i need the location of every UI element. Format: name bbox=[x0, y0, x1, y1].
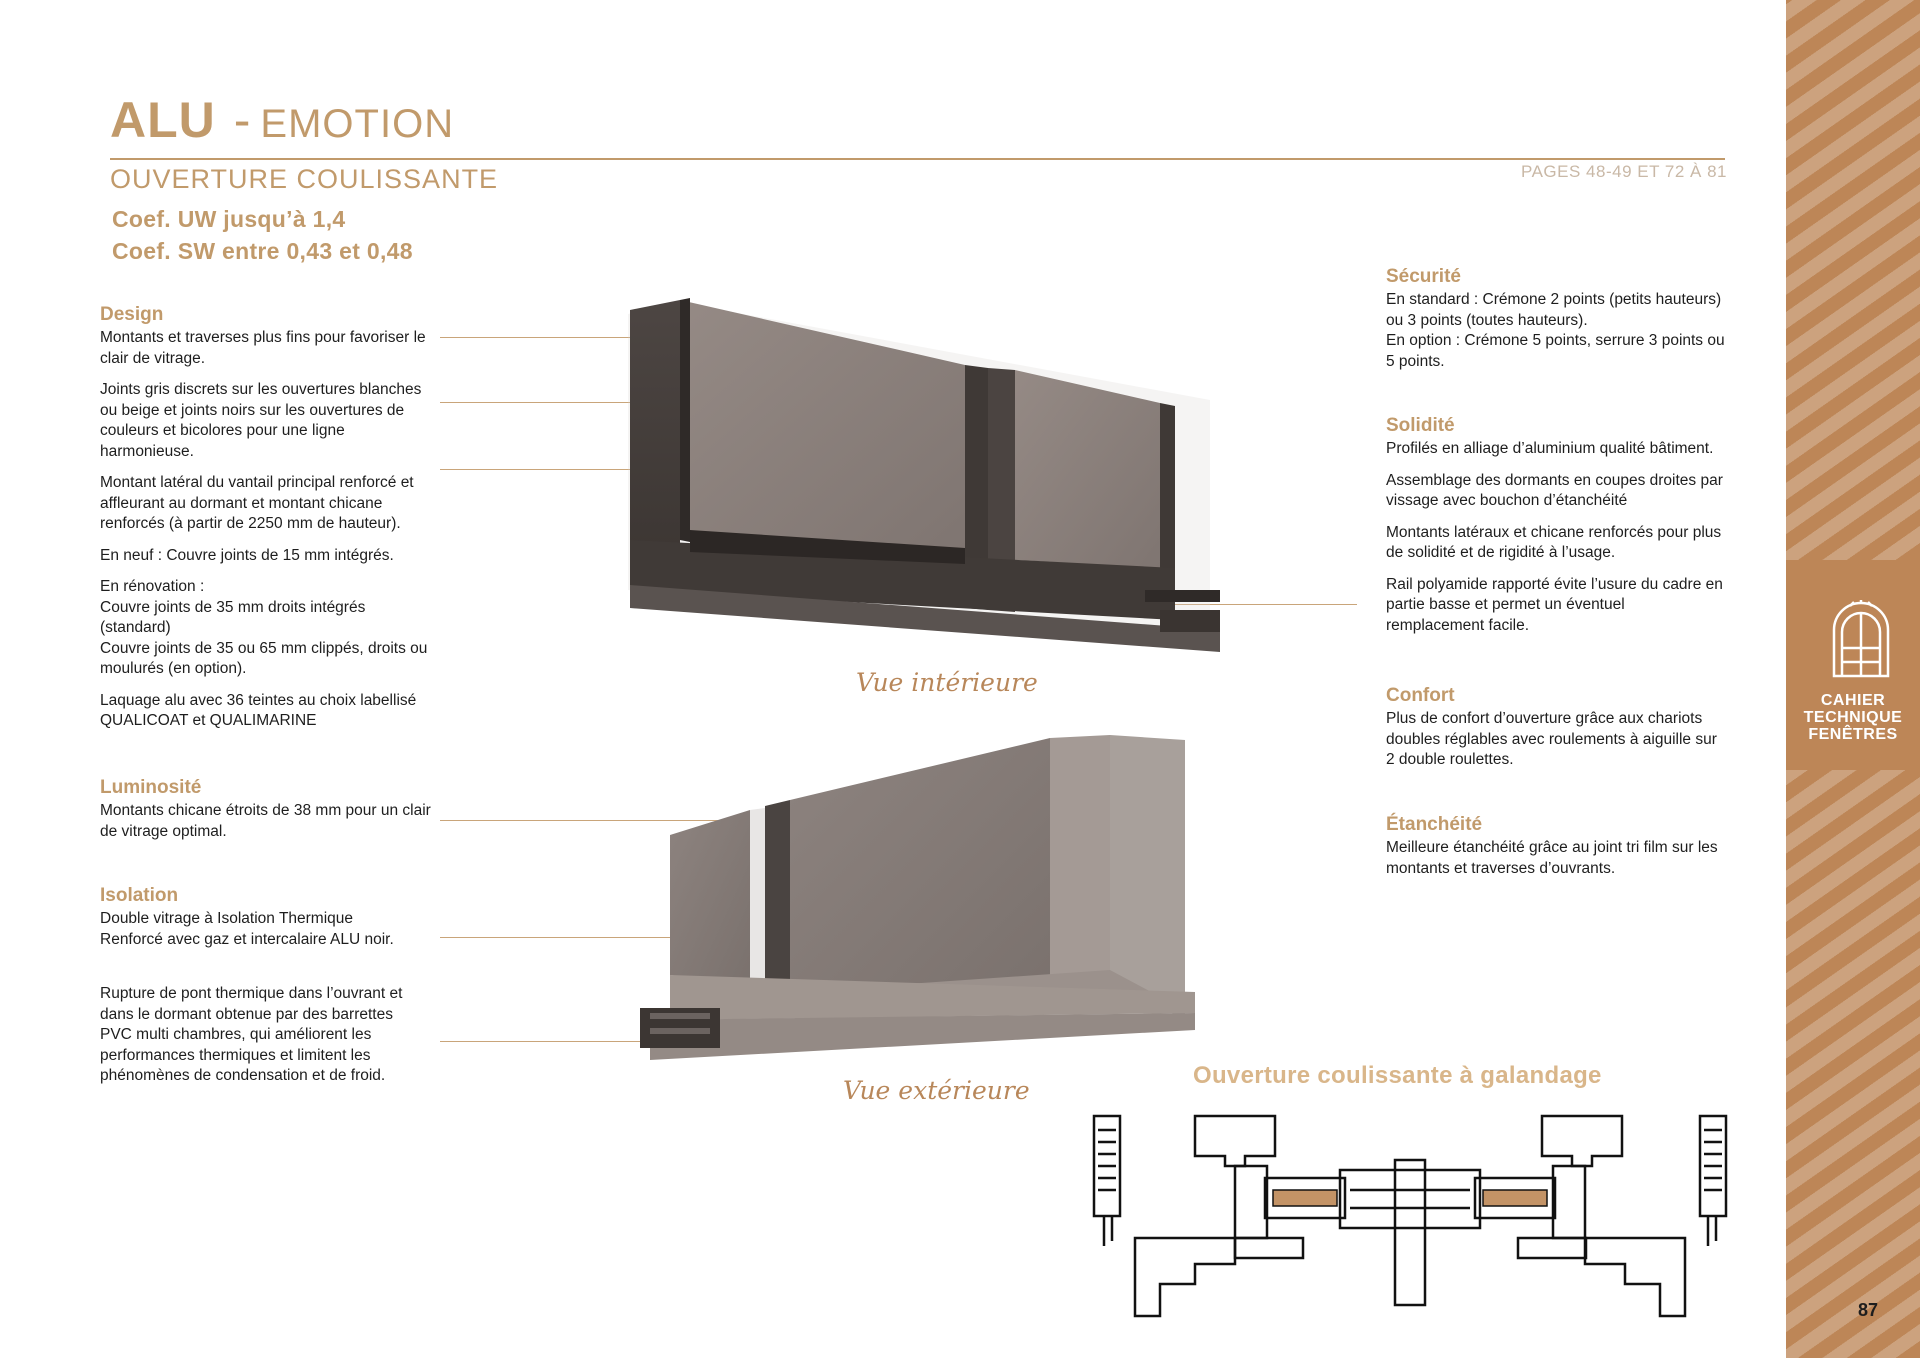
section-design-title: Design bbox=[100, 304, 164, 325]
securite-text-1: En standard : Crémone 2 points (petits h… bbox=[1386, 291, 1725, 370]
solidite-text-4: Rail polyamide rapporté évite l’usure du… bbox=[1386, 575, 1723, 634]
leader-line bbox=[440, 402, 662, 403]
section-solidite: Solidité Profilés en alliage d’aluminium… bbox=[1386, 415, 1726, 647]
luminosite-text-1: Montants chicane étroits de 38 mm pour u… bbox=[100, 802, 431, 840]
isolation-text-1: Double vitrage à Isolation Thermique Ren… bbox=[100, 910, 394, 948]
sidebar-stripes-bottom bbox=[1786, 770, 1920, 1358]
leader-line bbox=[440, 937, 675, 938]
title-rule bbox=[110, 158, 1725, 160]
etancheite-text-1: Meilleure étanchéité grâce au joint tri … bbox=[1386, 839, 1718, 877]
section-design: Design Montants et traverses plus fins p… bbox=[100, 304, 435, 743]
design-text-3: Montant latéral du vantail principal ren… bbox=[100, 474, 414, 532]
pages-reference: PAGES 48-49 ET 72 À 81 bbox=[1521, 162, 1727, 181]
coef-sw: Coef. SW entre 0,43 et 0,48 bbox=[112, 238, 413, 264]
section-etancheite-title: Étanchéité bbox=[1386, 814, 1483, 835]
caption-interior-view: Vue intérieure bbox=[856, 668, 1038, 697]
leader-line bbox=[1170, 604, 1357, 605]
isolation-text-2: Rupture de pont thermique dans l’ouvrant… bbox=[100, 985, 403, 1084]
caption-exterior-view: Vue extérieure bbox=[843, 1076, 1030, 1105]
sidebar-band: CAHIER TECHNIQUE FENÊTRES bbox=[1786, 0, 1920, 1358]
section-luminosite: Luminosité Montants chicane étroits de 3… bbox=[100, 777, 435, 853]
leader-line bbox=[440, 820, 800, 821]
cross-section-diagram bbox=[1092, 1114, 1728, 1318]
section-isolation: Isolation Double vitrage à Isolation The… bbox=[100, 885, 420, 1098]
leader-line bbox=[440, 337, 660, 338]
design-text-5: En rénovation :Couvre joints de 35 mm dr… bbox=[100, 578, 428, 677]
window-arch-icon bbox=[1832, 600, 1890, 678]
coef-uw: Coef. UW jusqu’à 1,4 bbox=[112, 206, 346, 232]
design-text-4: En neuf : Couvre joints de 15 mm intégré… bbox=[100, 546, 394, 564]
page-title: ALU-EMOTION bbox=[110, 92, 455, 148]
section-confort: Confort Plus de confort d’ouverture grâc… bbox=[1386, 685, 1726, 782]
design-text-6: Laquage alu avec 36 teintes au choix lab… bbox=[100, 691, 417, 730]
sidebar-stripes-top bbox=[1786, 0, 1920, 560]
section-securite: Sécurité En standard : Crémone 2 points … bbox=[1386, 266, 1726, 372]
section-solidite-title: Solidité bbox=[1386, 415, 1455, 436]
confort-text-1: Plus de confort d’ouverture grâce aux ch… bbox=[1386, 710, 1717, 768]
solidite-text-2: Assemblage des dormants en coupes droite… bbox=[1386, 471, 1723, 510]
leader-line bbox=[440, 1041, 658, 1042]
diagram-title: Ouverture coulissante à galandage bbox=[1193, 1062, 1602, 1089]
solidite-text-3: Montants latéraux et chicane renforcés p… bbox=[1386, 523, 1722, 562]
section-luminosite-title: Luminosité bbox=[100, 777, 202, 798]
sidebar-label: CAHIER TECHNIQUE FENÊTRES bbox=[1803, 692, 1903, 743]
page-subtitle: OUVERTURE COULISSANTE bbox=[110, 164, 499, 194]
section-securite-title: Sécurité bbox=[1386, 266, 1461, 287]
design-text-2: Joints gris discrets sur les ouvertures … bbox=[100, 381, 422, 460]
design-text-1: Montants et traverses plus fins pour fav… bbox=[100, 329, 426, 367]
section-isolation-title: Isolation bbox=[100, 885, 179, 906]
section-confort-title: Confort bbox=[1386, 685, 1455, 706]
interior-view-illustration bbox=[628, 298, 1220, 652]
page-number: 87 bbox=[1858, 1300, 1879, 1320]
solidite-text-1: Profilés en alliage d’aluminium qualité … bbox=[1386, 440, 1714, 457]
exterior-view-illustration bbox=[640, 735, 1195, 1060]
section-etancheite: Étanchéité Meilleure étanchéité grâce au… bbox=[1386, 814, 1726, 890]
